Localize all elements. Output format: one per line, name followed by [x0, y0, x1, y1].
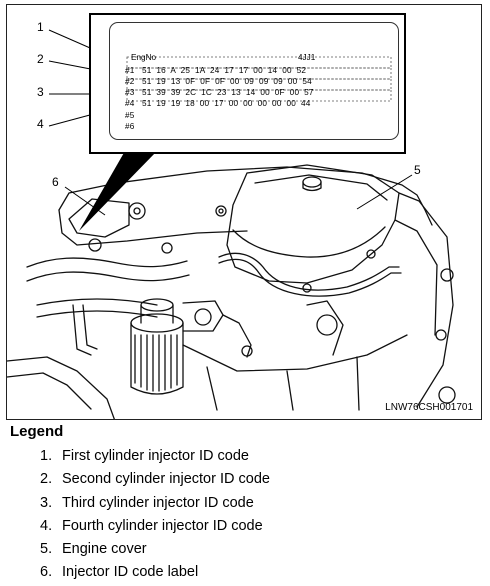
cyl-codes: 51 19 19 18 00 17 00 00 00 00 00 44	[141, 99, 311, 108]
eng-no-value: 4JJ1	[298, 53, 316, 62]
callout-6: 6	[52, 175, 59, 189]
cyl-id: #3	[125, 88, 135, 97]
legend-number: 5.	[40, 541, 53, 558]
callout-1: 1	[37, 20, 44, 34]
cyl-row-3: #3 51 39 39 2C 1C 23 13 14 00 0F 00 57	[125, 88, 314, 97]
cyl-id: #6	[125, 122, 135, 131]
id-code-label-callout: EngNo 4JJ1 #1 51 16 A 25 1A 24 17 17 00 …	[89, 13, 406, 154]
eng-no-label: EngNo	[131, 53, 157, 62]
legend-item: 3. Third cylinder injector ID code	[40, 492, 270, 515]
legend-item: 6. Injector ID code label	[40, 561, 270, 584]
cyl-id: #5	[125, 111, 135, 120]
cyl-codes: 51 39 39 2C 1C 23 13 14 00 0F 00 57	[141, 88, 314, 97]
id-code-card	[109, 22, 399, 140]
legend-number: 4.	[40, 517, 53, 534]
callout-2: 2	[37, 52, 44, 66]
engine-cover	[226, 164, 400, 284]
legend-item: 2. Second cylinder injector ID code	[40, 468, 270, 491]
cyl-id: #1	[125, 66, 135, 75]
cyl-row-2: #2 51 19 13 0F 0F 0F 00 09 09 09 00 54	[125, 77, 312, 86]
legend-text: First cylinder injector ID code	[62, 448, 249, 464]
legend-text: Second cylinder injector ID code	[62, 471, 270, 488]
cyl-row-4: #4 51 19 19 18 00 17 00 00 00 00 00 44	[125, 99, 310, 108]
legend-text: Injector ID code label	[62, 564, 199, 581]
legend-text: Fourth cylinder injector ID code	[62, 517, 263, 534]
cyl-row-5: #5	[125, 111, 135, 120]
callout-5: 5	[414, 163, 421, 177]
legend-item: 1. First cylinder injector ID code	[40, 445, 270, 468]
legend-item: 4. Fourth cylinder injector ID code	[40, 515, 270, 538]
cyl-row-1: #1 51 16 A 25 1A 24 17 17 00 14 00 52	[125, 66, 306, 75]
cyl-id: #2	[125, 77, 135, 86]
cyl-id: #4	[125, 99, 135, 108]
engine-illustration	[7, 29, 456, 419]
card-dashed-lines	[126, 56, 392, 102]
legend-item: 5. Engine cover	[40, 538, 270, 561]
cyl-row-6: #6	[125, 122, 135, 131]
engine-figure: EngNo 4JJ1 #1 51 16 A 25 1A 24 17 17 00 …	[6, 4, 482, 420]
callout-3: 3	[37, 85, 44, 99]
legend-list: 1. First cylinder injector ID code 2. Seco…	[40, 445, 270, 585]
figure-reference-code: LNW76CSH001701	[385, 402, 473, 413]
legend-title: Legend	[10, 423, 64, 440]
legend-text: Engine cover	[62, 541, 147, 558]
cyl-codes: 51 19 13 0F 0F 0F 00 09 09 09 00 54	[141, 77, 312, 86]
legend-number: 3.	[40, 494, 53, 511]
legend-number: 2.	[40, 471, 53, 488]
legend-number: 6.	[40, 564, 53, 581]
legend-number: 1.	[40, 448, 53, 464]
legend-text: Third cylinder injector ID code	[62, 494, 254, 511]
cyl-codes: 51 16 A 25 1A 24 17 17 00 14 00 52	[141, 66, 307, 75]
callout-4: 4	[37, 117, 44, 131]
